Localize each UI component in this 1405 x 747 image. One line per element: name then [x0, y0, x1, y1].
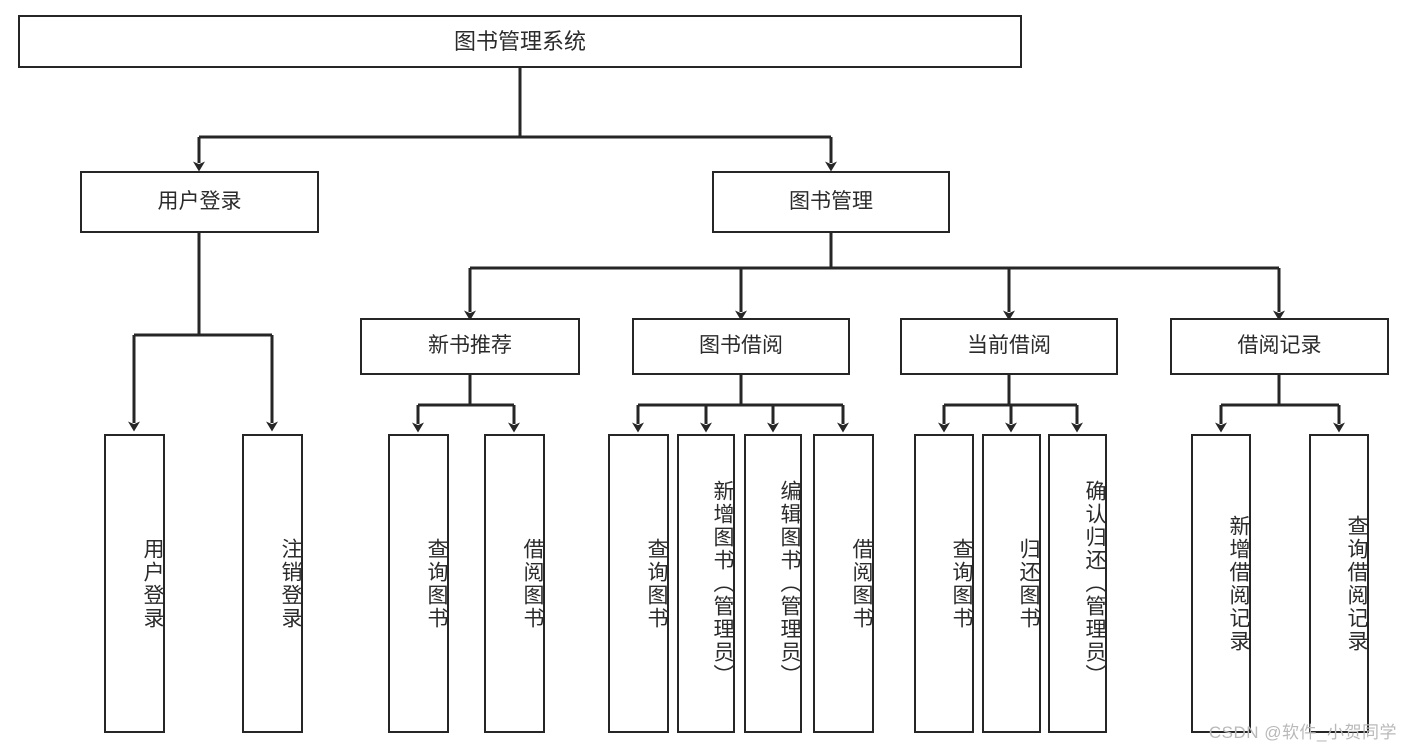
node-user-login[interactable]: 用户登录: [80, 171, 319, 233]
leaf-user-login[interactable]: 用户登录: [104, 434, 165, 733]
node-book-manage[interactable]: 图书管理: [712, 171, 950, 233]
leaf-nb-borrow-book-label: 借阅图书: [521, 537, 544, 630]
leaf-bb-edit-book-label: 编辑图书（管理员）: [778, 480, 801, 687]
node-book-borrow-label: 图书借阅: [699, 334, 783, 358]
leaf-bb-borrow-book-label: 借阅图书: [850, 537, 873, 630]
leaf-bb-add-book-label: 新增图书（管理员）: [711, 480, 734, 687]
leaf-bb-query-book[interactable]: 查询图书: [608, 434, 669, 733]
leaf-user-login-label: 用户登录: [141, 537, 164, 630]
node-root[interactable]: 图书管理系统: [18, 15, 1022, 68]
leaf-bb-query-book-label: 查询图书: [645, 537, 668, 630]
leaf-nb-borrow-book[interactable]: 借阅图书: [484, 434, 545, 733]
node-borrow-record[interactable]: 借阅记录: [1170, 318, 1389, 375]
leaf-br-query-record[interactable]: 查询借阅记录: [1309, 434, 1369, 733]
leaf-nb-query-book-label: 查询图书: [425, 537, 448, 630]
node-borrow-record-label: 借阅记录: [1237, 334, 1322, 358]
node-new-book-recommend-label: 新书推荐: [428, 334, 512, 358]
leaf-cb-query-book-label: 查询图书: [950, 537, 973, 630]
node-current-borrow[interactable]: 当前借阅: [900, 318, 1118, 375]
leaf-logout-label: 注销登录: [279, 537, 302, 630]
leaf-br-query-record-label: 查询借阅记录: [1345, 514, 1368, 653]
node-book-manage-label: 图书管理: [789, 189, 873, 213]
leaf-bb-edit-book[interactable]: 编辑图书（管理员）: [744, 434, 802, 733]
watermark: CSDN @软件_小贺同学: [1208, 723, 1397, 742]
leaf-bb-borrow-book[interactable]: 借阅图书: [813, 434, 874, 733]
leaf-cb-return-book[interactable]: 归还图书: [982, 434, 1041, 733]
leaf-cb-query-book[interactable]: 查询图书: [914, 434, 974, 733]
leaf-logout[interactable]: 注销登录: [242, 434, 303, 733]
node-new-book-recommend[interactable]: 新书推荐: [360, 318, 580, 375]
leaf-nb-query-book[interactable]: 查询图书: [388, 434, 449, 733]
node-root-label: 图书管理系统: [453, 28, 586, 54]
leaf-cb-return-book-label: 归还图书: [1017, 537, 1040, 630]
leaf-br-add-record[interactable]: 新增借阅记录: [1191, 434, 1251, 733]
leaf-bb-add-book[interactable]: 新增图书（管理员）: [677, 434, 735, 733]
node-book-borrow[interactable]: 图书借阅: [632, 318, 850, 375]
leaf-br-add-record-label: 新增借阅记录: [1227, 514, 1250, 653]
node-current-borrow-label: 当前借阅: [967, 334, 1051, 358]
leaf-cb-confirm-return[interactable]: 确认归还（管理员）: [1048, 434, 1107, 733]
node-user-login-label: 用户登录: [157, 189, 242, 213]
leaf-cb-confirm-return-label: 确认归还（管理员）: [1083, 480, 1106, 687]
